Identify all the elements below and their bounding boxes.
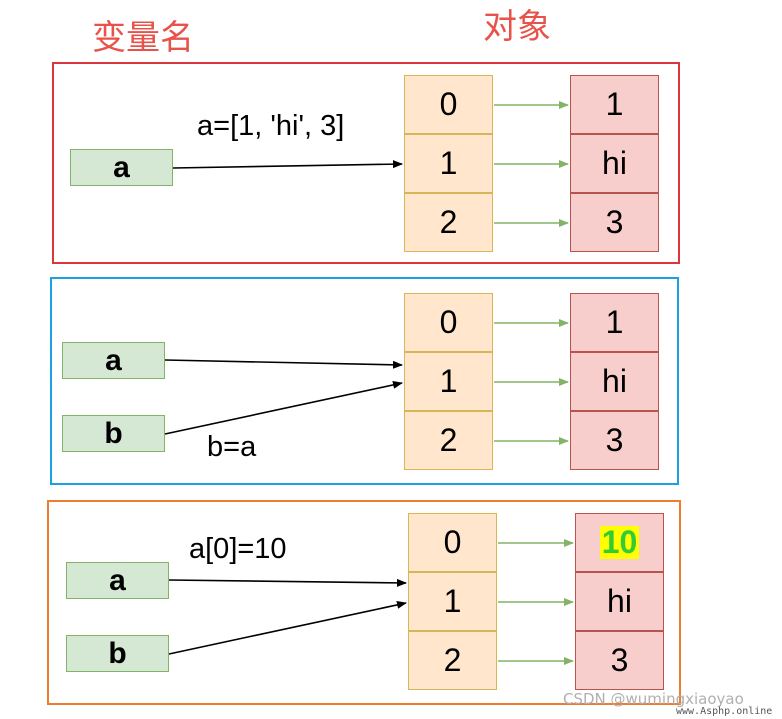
variable-a-box: a xyxy=(66,562,169,599)
value-object-cell: hi xyxy=(570,352,659,411)
list-index-cell: 0 xyxy=(404,293,493,352)
value-object-cell: hi xyxy=(570,134,659,193)
list-index-cell: 0 xyxy=(404,75,493,134)
site-watermark: www.Asphp.online xyxy=(676,706,773,717)
list-index-cell: 2 xyxy=(404,193,493,252)
list-index-cell: 0 xyxy=(408,513,497,572)
value-object-cell-updated: 10 xyxy=(575,513,664,572)
list-index-cell: 1 xyxy=(404,134,493,193)
variable-name-heading: 变量名 xyxy=(92,18,194,58)
value-object-cell: 3 xyxy=(570,411,659,470)
value-object-cell: 1 xyxy=(570,293,659,352)
value-object-cell: hi xyxy=(575,572,664,631)
object-heading: 对象 xyxy=(483,7,551,47)
list-index-cell: 1 xyxy=(404,352,493,411)
variable-a-box: a xyxy=(70,149,173,186)
panel-mutation xyxy=(47,500,681,705)
variable-b-box: b xyxy=(62,415,165,452)
code-label: a[0]=10 xyxy=(189,533,287,565)
value-object-cell: 1 xyxy=(570,75,659,134)
code-label: b=a xyxy=(207,431,257,463)
panel-assignment xyxy=(50,277,679,485)
panel-list-creation xyxy=(52,62,680,264)
list-index-cell: 2 xyxy=(404,411,493,470)
code-label: a=[1, 'hi', 3] xyxy=(197,110,345,142)
value-object-cell: 3 xyxy=(570,193,659,252)
variable-b-box: b xyxy=(66,635,169,672)
value-object-cell: 3 xyxy=(575,631,664,690)
csdn-watermark: CSDN @wumingxiaoyao xyxy=(563,690,744,708)
list-index-cell: 1 xyxy=(408,572,497,631)
list-index-cell: 2 xyxy=(408,631,497,690)
variable-a-box: a xyxy=(62,342,165,379)
updated-value-highlight: 10 xyxy=(599,523,640,560)
